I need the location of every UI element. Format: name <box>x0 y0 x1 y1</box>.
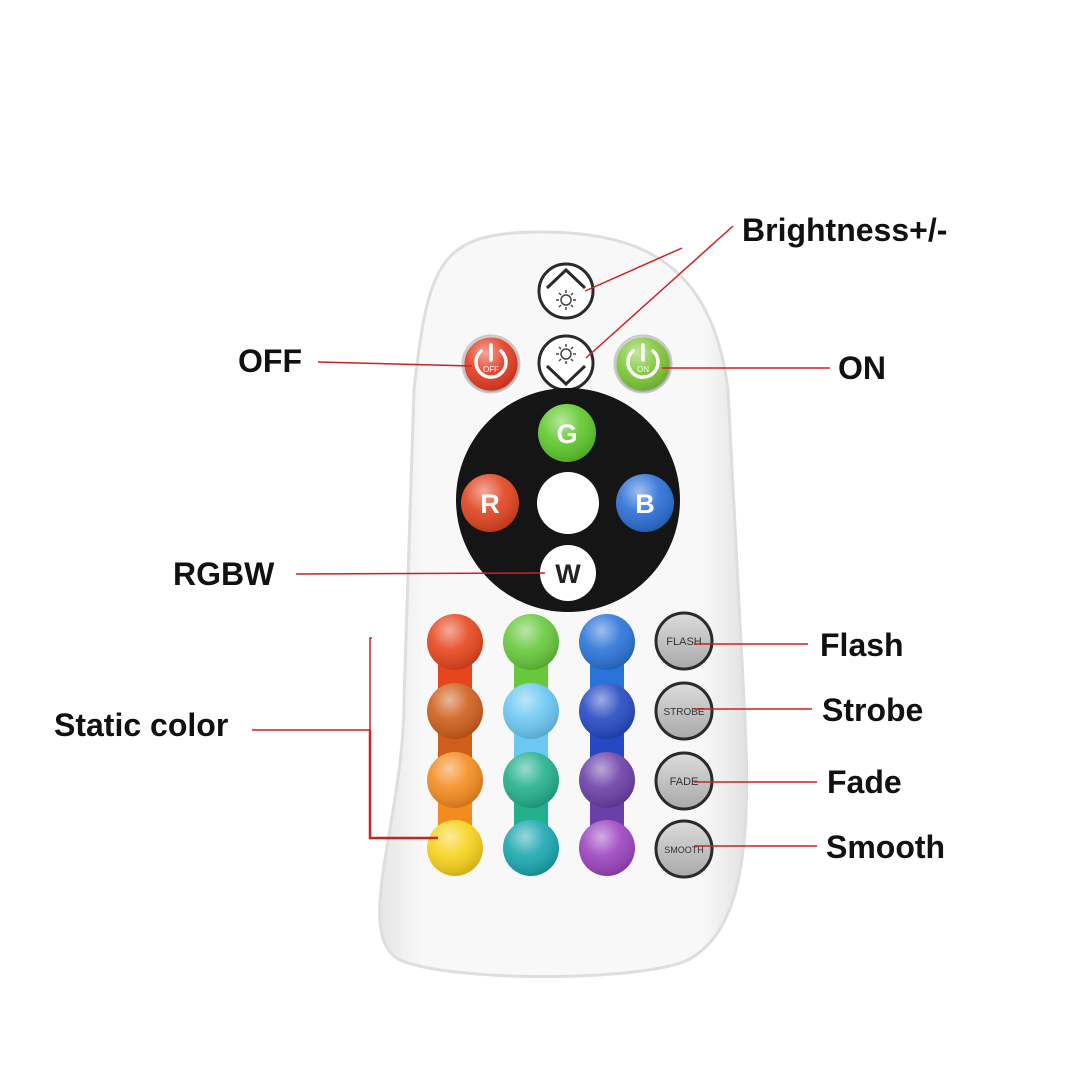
w-button-label: W <box>555 559 581 589</box>
static-color-shine <box>503 683 559 739</box>
static-color-button-1-2[interactable] <box>427 683 483 739</box>
static-color-button-2-3[interactable] <box>503 752 559 808</box>
static-color-shine <box>503 820 559 876</box>
static-color-label: Static color <box>54 707 229 743</box>
strobe-label: Strobe <box>822 692 924 728</box>
smooth-button[interactable]: SMOOTH <box>654 819 714 879</box>
callout-lines <box>252 225 830 847</box>
rgbw-callout-line <box>295 572 546 575</box>
brightness-down-button[interactable] <box>537 334 595 392</box>
sun-arrow-down-icon <box>545 344 587 387</box>
g-button[interactable]: G <box>538 404 596 462</box>
b-button-label: B <box>635 489 655 519</box>
center-button[interactable] <box>537 472 599 534</box>
static-color-button-1-3[interactable] <box>427 752 483 808</box>
flash-button[interactable]: FLASH <box>654 611 714 671</box>
static-color-bracket-line <box>368 730 438 840</box>
fade-button[interactable]: FADE <box>654 751 714 811</box>
strobe-button-label: STROBE <box>663 707 704 718</box>
fade-button-label: FADE <box>670 776 699 788</box>
brightness-callout-line-up <box>584 247 683 292</box>
static-color-shine <box>427 820 483 876</box>
off-button-label: OFF <box>483 365 499 374</box>
w-button[interactable]: W <box>540 545 596 601</box>
static-color-button-1-1[interactable] <box>427 614 483 670</box>
static-color-shine <box>503 614 559 670</box>
static-color-shine <box>427 683 483 739</box>
static-color-shine <box>579 752 635 808</box>
sun-arrow-up-icon <box>545 267 587 310</box>
off-button[interactable]: OFF <box>461 334 521 394</box>
g-button-label: G <box>556 419 577 449</box>
on-button-label: ON <box>637 365 649 374</box>
fade-label: Fade <box>827 764 902 800</box>
static-color-shine <box>579 820 635 876</box>
power-icon <box>626 343 660 379</box>
static-color-shine <box>427 752 483 808</box>
static-color-shine <box>579 614 635 670</box>
on-label: ON <box>838 350 886 386</box>
brightness-callout-line-down <box>585 225 734 359</box>
static-color-grid <box>427 614 635 876</box>
flash-label: Flash <box>820 627 904 663</box>
smooth-button-label: SMOOTH <box>664 845 704 855</box>
static-color-button-2-2[interactable] <box>503 683 559 739</box>
on-button[interactable]: ON <box>613 334 673 394</box>
rgbw-label: RGBW <box>173 556 275 592</box>
static-color-button-3-1[interactable] <box>579 614 635 670</box>
off-callout-line <box>317 361 473 367</box>
r-button-label: R <box>480 489 500 519</box>
flash-button-label: FLASH <box>666 636 702 648</box>
static-color-button-1-4[interactable] <box>427 820 483 876</box>
brightness-up-button[interactable] <box>537 262 595 320</box>
static-color-button-3-2[interactable] <box>579 683 635 739</box>
static-color-button-2-1[interactable] <box>503 614 559 670</box>
static-color-button-3-4[interactable] <box>579 820 635 876</box>
static-color-button-2-4[interactable] <box>503 820 559 876</box>
power-icon <box>474 343 508 379</box>
static-color-shine <box>579 683 635 739</box>
static-color-shine <box>503 752 559 808</box>
brightness-label: Brightness+/- <box>742 212 948 248</box>
strobe-button[interactable]: STROBE <box>654 681 714 741</box>
static-color-callout-line <box>252 637 372 731</box>
off-label: OFF <box>238 343 302 379</box>
r-button[interactable]: R <box>461 474 519 532</box>
b-button[interactable]: B <box>616 474 674 532</box>
static-color-button-3-3[interactable] <box>579 752 635 808</box>
smooth-label: Smooth <box>826 829 946 865</box>
static-color-shine <box>427 614 483 670</box>
